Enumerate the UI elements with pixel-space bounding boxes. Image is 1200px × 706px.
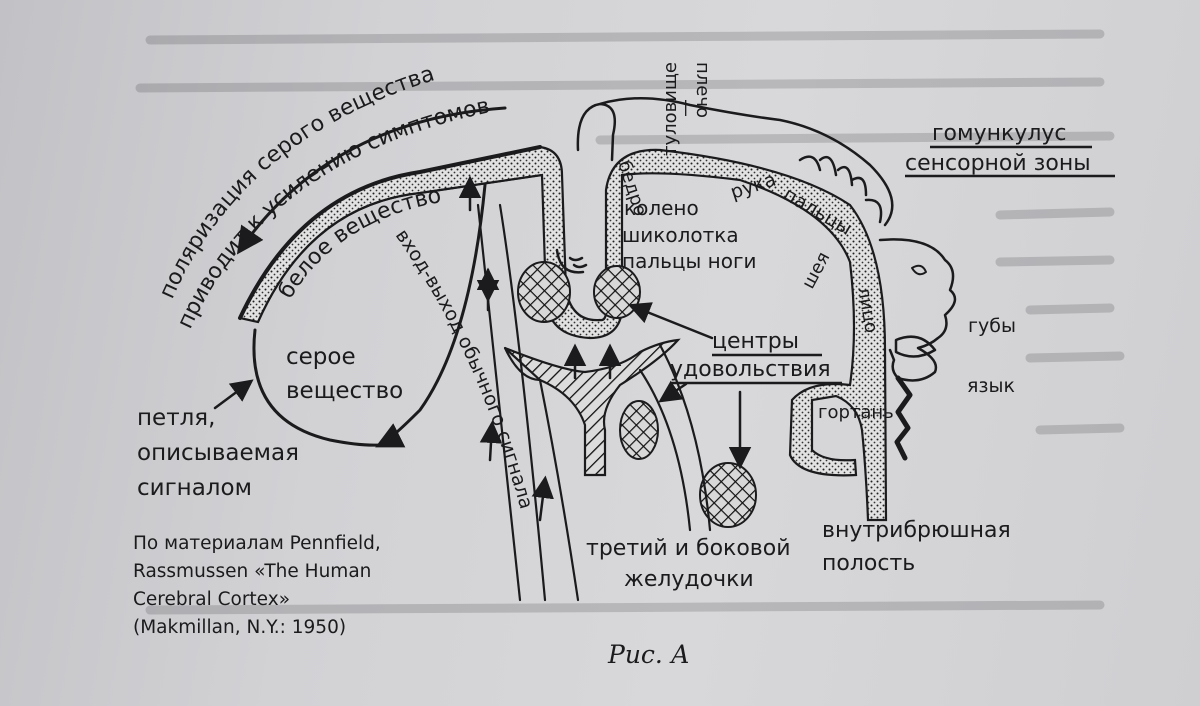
source-line-2: Rassmussen «The Human <box>133 561 372 582</box>
foot-outline <box>555 248 585 274</box>
ventricles-label-2: желудочки <box>624 567 754 592</box>
stem-line-5 <box>638 368 692 532</box>
toes-label: пальцы ноги <box>622 249 756 273</box>
stem-line-1 <box>498 203 547 602</box>
up-arrow-stem-3 <box>531 475 554 522</box>
up-arrow-stem-4 <box>479 420 503 462</box>
abdominal-label-2: полость <box>822 551 915 576</box>
homunculus-body-outline <box>576 97 894 227</box>
ventricles-shape <box>504 338 681 477</box>
lips-label: губы <box>968 315 1016 337</box>
polarization-arrow <box>236 106 507 255</box>
stem-line-4 <box>658 343 712 532</box>
figure-caption: Рис. А <box>608 640 690 669</box>
abdominal-label-1: внутрибрюшная <box>822 518 1011 543</box>
pleasure-center-right <box>593 265 641 319</box>
torso-label: туловище <box>660 62 681 156</box>
source-citation: По материалам Pennfield, Rassmussen «The… <box>133 530 473 642</box>
stem-line-3 <box>538 378 580 602</box>
knee-label: колено <box>624 196 699 220</box>
signal-io-label: вход-выход обычного сигнала <box>391 225 537 511</box>
pleasure-center-lower <box>619 400 659 460</box>
neck-label: шея <box>798 249 835 293</box>
larynx-label: гортань <box>818 402 894 423</box>
homunculus-label-1: гомункулус <box>932 121 1067 146</box>
face-outline <box>878 238 957 382</box>
loop-label-1: петля, <box>137 405 215 431</box>
eye-outline <box>911 264 927 276</box>
tongue-label: язык <box>967 375 1015 397</box>
gray-matter-label-2: вещество <box>286 378 403 404</box>
hand-outline <box>798 155 883 224</box>
loop-label-3: сигналом <box>137 475 252 501</box>
source-line-3: Cerebral Cortex» <box>133 589 291 610</box>
lips-outline <box>894 335 937 358</box>
loop-pointer-arrow <box>213 379 254 410</box>
pleasure-centers-label-1: центры <box>712 329 799 354</box>
pleasure-centers-label-2: удовольствия <box>670 357 831 382</box>
source-line-4: (Makmillan, N.Y.: 1950) <box>133 617 347 638</box>
neck-outline <box>894 375 913 461</box>
signal-loop-arrow <box>375 183 487 448</box>
toes-outline <box>568 256 588 269</box>
pointer-arrow-2 <box>658 380 688 403</box>
torso-shoulder-divider: | <box>683 97 688 116</box>
pleasure-center-bottom <box>699 462 757 528</box>
source-line-1: По материалам Pennfield, <box>133 533 381 554</box>
stem-line-2 <box>476 203 522 602</box>
ankle-label: шиколотка <box>622 223 739 247</box>
gray-matter-label-1: серое <box>286 344 356 370</box>
pleasure-center-left <box>517 261 571 323</box>
loop-label-2: описываемая <box>137 440 299 466</box>
shoulder-label: плечо <box>692 62 713 118</box>
pointer-arrow-1 <box>627 302 714 340</box>
signal-loop-left <box>252 328 382 447</box>
ventricles-label-1: третий и боковой <box>586 536 791 561</box>
homunculus-label-2: сенсорной зоны <box>905 151 1091 176</box>
